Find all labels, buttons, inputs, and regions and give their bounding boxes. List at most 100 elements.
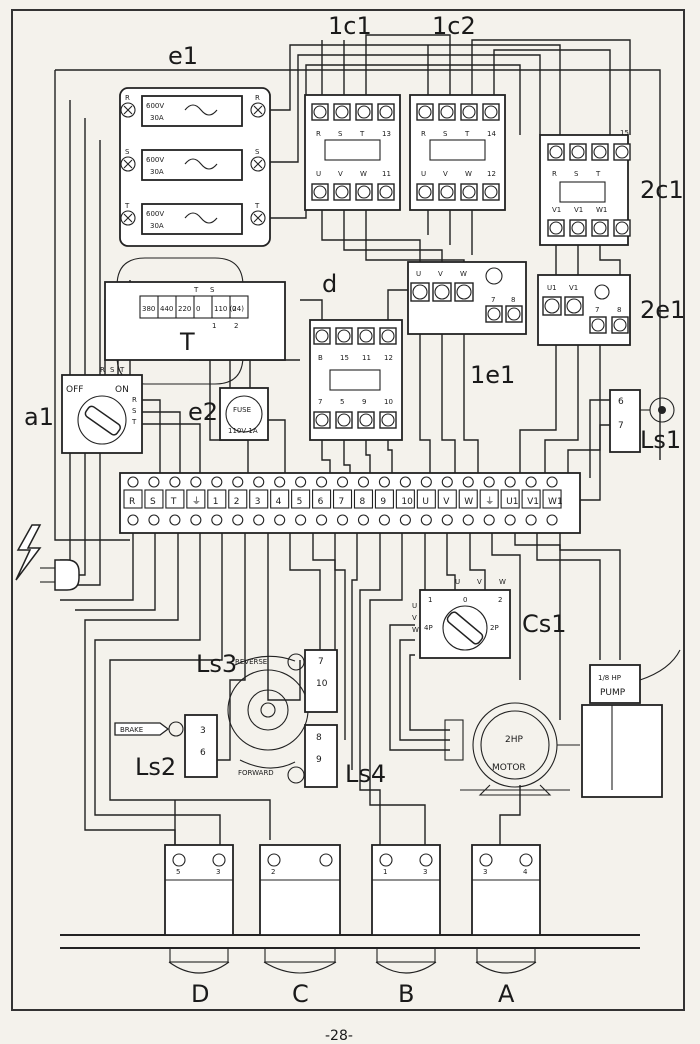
- ls1-term-7: 7: [618, 421, 624, 431]
- contactor_d-top-screw: [337, 329, 351, 343]
- label-Ls4: Ls4: [345, 760, 386, 788]
- terminal-screw-top: [211, 476, 223, 488]
- terminal-cell: [395, 489, 415, 509]
- fuse-terminal-cross: [123, 159, 133, 169]
- terminal-label: R: [129, 497, 135, 507]
- contactor_1c2-bottom-label: 12: [487, 170, 496, 178]
- terminal-screw-top: [504, 476, 516, 488]
- contactor_1c1-bottom-screw: [335, 185, 349, 199]
- terminal-screw-bottom: [274, 514, 286, 526]
- cs1-mode: 4P: [424, 624, 433, 632]
- fuse-terminal-cross: [253, 105, 263, 115]
- fuse-terminal-icon: [250, 102, 266, 118]
- limit-switch-assembly: REVERSE FORWARD 7 10 8 9: [227, 649, 338, 788]
- contactor_2c1-top-label: R: [552, 170, 557, 178]
- label-Ls2: Ls2: [135, 753, 176, 781]
- pushbutton-A-label: A: [498, 980, 515, 1008]
- fuse-terminal-cross: [253, 213, 263, 223]
- terminal-cell: [291, 489, 311, 509]
- relay-1e1-screw-box: [432, 282, 452, 302]
- contactor_1c1-top-screw: [379, 105, 393, 119]
- cs1-position-mark: 2: [498, 596, 502, 604]
- pushbutton-body: [259, 844, 341, 936]
- terminal-screw-bottom: [378, 514, 390, 526]
- terminal-screw-bottom: [546, 514, 558, 526]
- pushbutton-term-label: 2: [271, 868, 275, 876]
- relay-2e1-aux-screw: [591, 318, 605, 332]
- terminal-screw-top: [525, 476, 537, 488]
- fuse-body: [141, 95, 243, 127]
- fuse-amps: 30A: [150, 222, 164, 230]
- terminal-screw-top: [316, 476, 328, 488]
- fuse-body: [141, 149, 243, 181]
- pushbutton-terminal: [479, 853, 493, 867]
- terminal-label: 3: [255, 497, 261, 507]
- pushbutton-C-label: C: [292, 980, 309, 1008]
- relay-2e1-aux-screw: [613, 318, 627, 332]
- page-border: [11, 9, 685, 1011]
- terminal-cell: [123, 489, 143, 509]
- a1-off-label: OFF: [66, 385, 83, 395]
- contactor_1c2-bottom-label: V: [443, 170, 448, 178]
- relay-2e1-screw-box: [542, 296, 562, 316]
- contactor_2c1-top-screw: [549, 145, 563, 159]
- cs1-top-label: V: [477, 578, 482, 586]
- terminal-label: 5: [297, 497, 303, 507]
- fuse-element: [184, 212, 218, 224]
- terminal-cell: [416, 489, 436, 509]
- terminal-cell: [228, 489, 248, 509]
- pushbutton-D-label: D: [191, 980, 209, 1008]
- label-Cs1: Cs1: [522, 610, 567, 638]
- terminal-label: 10: [401, 497, 413, 507]
- cs1-position-mark: 0: [463, 596, 467, 604]
- pushbutton-term-label: 3: [423, 868, 427, 876]
- contactor_2c1-top-screw: [615, 145, 629, 159]
- terminal-cell: [165, 489, 185, 509]
- motor: 2HP MOTOR: [444, 702, 580, 796]
- fuse-terminal-icon: [250, 156, 266, 172]
- transformer-mark: S: [210, 286, 215, 294]
- pushbutton-terminal: [267, 853, 281, 867]
- label-1e1: 1e1: [470, 361, 515, 389]
- terminal-screw-bottom: [232, 514, 244, 526]
- relay-2e1-label: V1: [569, 284, 578, 292]
- relay-1e1-aux-label: 7: [491, 296, 495, 304]
- page-number: -28-: [325, 1028, 353, 1044]
- terminal-label: 8: [359, 497, 365, 507]
- relay-1e1-aux-label: 8: [511, 296, 515, 304]
- cs1-side-label: V: [412, 614, 417, 622]
- contactor_1c1-top-screw: [357, 105, 371, 119]
- contactor_1c1-top-label: 13: [382, 130, 391, 138]
- e2-value-text: 110V 1A: [228, 427, 258, 435]
- terminal-cell: [521, 489, 541, 509]
- pushbutton-body: [371, 844, 441, 936]
- terminal-cell: [374, 489, 394, 509]
- contactor_1c1-bottom-screw: [379, 185, 393, 199]
- terminal-label: 6: [318, 497, 324, 507]
- contactor_1c2-top-screw: [484, 105, 498, 119]
- relay-2e1-screw: [544, 298, 560, 314]
- contactor_2c1-extra-label: 15: [620, 129, 629, 137]
- pushbutton-terminal: [172, 853, 186, 867]
- relay-1e1-aux-screw: [487, 307, 501, 321]
- terminal-screw-bottom: [525, 514, 537, 526]
- pushbutton-terminal: [419, 853, 433, 867]
- transformer-mark: 2: [234, 322, 238, 330]
- fuse-phase-label: S: [255, 148, 260, 156]
- terminal-cell: [144, 489, 164, 509]
- cs1-mode: 2P: [490, 624, 499, 632]
- a1-phase-side: T: [131, 418, 137, 426]
- contactor_2c1-bottom-screw: [549, 221, 563, 235]
- contactor_1c2-bottom-label: U: [421, 170, 426, 178]
- contactor_d-bottom-label: 5: [340, 398, 344, 406]
- ls3-term-10: 10: [316, 679, 328, 689]
- transformer-tap: 440: [160, 305, 173, 313]
- terminal-label: S: [150, 497, 156, 507]
- terminal-cell: [479, 489, 499, 509]
- terminal-screw-bottom: [504, 514, 516, 526]
- contactor_1c1-top-screw: [335, 105, 349, 119]
